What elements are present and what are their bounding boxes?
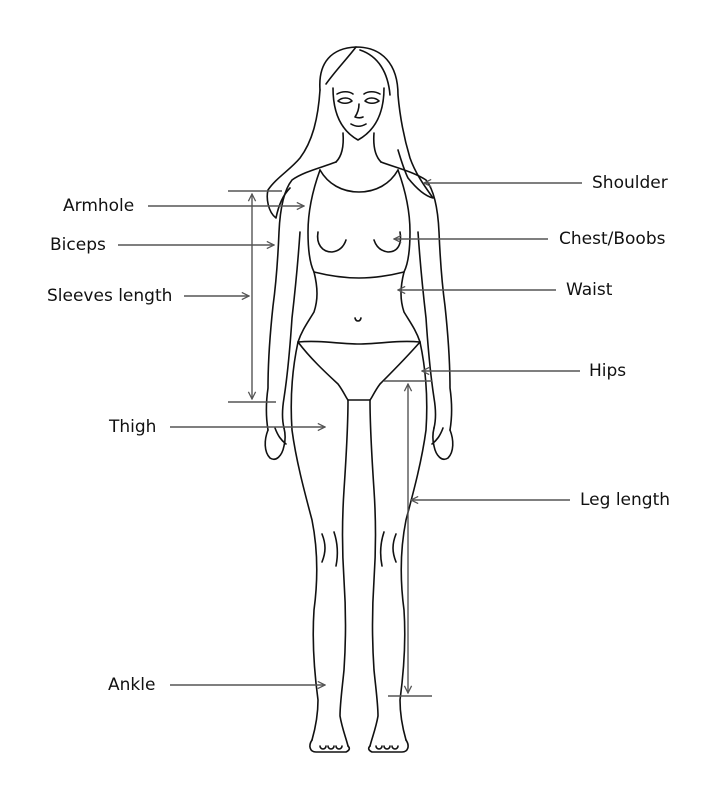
label-chest: Chest/Boobs	[559, 229, 666, 249]
left-knee	[321, 531, 339, 567]
label-leg-length: Leg length	[580, 490, 671, 510]
right-shoulder-arm	[380, 161, 453, 431]
hair-part	[325, 46, 357, 85]
hair-left-strand	[266, 89, 321, 219]
left-leg-outer	[290, 341, 319, 741]
right-waist	[400, 271, 421, 343]
label-waist: Waist	[566, 280, 613, 300]
left-thumb	[274, 427, 287, 445]
underwear-top	[297, 340, 421, 345]
neck-left	[335, 132, 345, 163]
right-knee	[379, 531, 397, 567]
underwear-leg-right	[369, 341, 421, 401]
left-shoulder-arm	[265, 161, 337, 431]
left-eye	[337, 97, 353, 105]
right-toes	[375, 745, 399, 750]
navel	[354, 317, 362, 322]
bra-neckline	[319, 169, 399, 193]
left-waist	[297, 271, 318, 343]
bra-bottom	[313, 271, 405, 279]
left-toes	[319, 745, 343, 750]
face-outline	[332, 87, 385, 141]
neck-right	[372, 132, 382, 163]
right-thumb	[431, 427, 444, 445]
left-breast	[316, 231, 347, 253]
bra-right-strap	[397, 169, 411, 273]
right-leg-outer	[399, 341, 428, 741]
right-eye	[364, 97, 380, 105]
right-hand	[432, 427, 454, 461]
left-hand	[264, 427, 286, 461]
label-hips: Hips	[589, 361, 627, 381]
right-eyebrow	[363, 90, 381, 95]
hair-inner-right	[359, 49, 391, 96]
label-thigh: Thigh	[109, 417, 157, 437]
left-leg-inner	[339, 399, 349, 747]
right-leg-inner	[369, 399, 379, 747]
label-biceps: Biceps	[50, 235, 106, 255]
bra-left-strap	[307, 169, 321, 273]
left-foot	[309, 739, 351, 753]
right-breast	[373, 231, 402, 253]
label-shoulder: Shoulder	[592, 173, 668, 193]
right-foot	[367, 739, 409, 753]
left-inner-arm	[281, 231, 301, 429]
nose	[354, 103, 364, 119]
left-eyebrow	[336, 90, 354, 95]
mouth	[350, 123, 367, 128]
label-ankle: Ankle	[108, 675, 156, 695]
right-inner-arm	[417, 231, 437, 429]
label-sleeves-length: Sleeves length	[47, 286, 173, 306]
underwear-leg-left	[297, 341, 349, 401]
label-armhole: Armhole	[63, 196, 135, 216]
